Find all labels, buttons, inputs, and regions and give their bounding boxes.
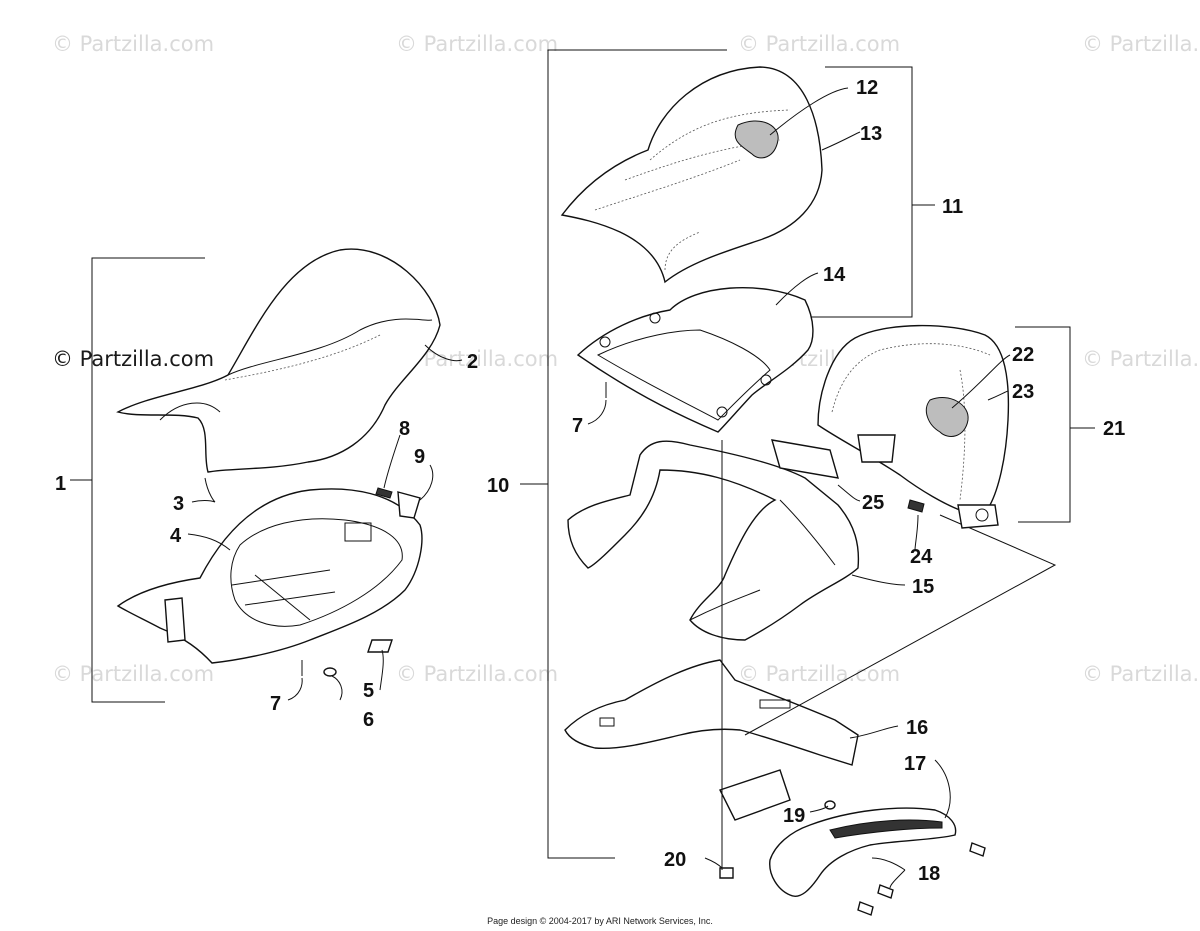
seat-cover [116,248,441,473]
callout-8: 8 [399,418,410,440]
callout-17: 17 [904,753,926,775]
left-seat-assembly [70,248,463,703]
part-18-screw [969,842,986,857]
watermark: © Partzilla.com [1082,32,1200,56]
part-19-nut [824,800,836,810]
callout-1: 1 [55,473,66,495]
callout-23: 23 [1012,381,1034,403]
grab-handle [769,807,957,897]
callout-18: 18 [918,863,940,885]
part-12-patch [734,120,779,159]
callout-15: 15 [912,576,934,598]
callout-9: 9 [414,446,425,468]
callout-7b: 7 [572,415,583,437]
part-25-label [771,439,839,479]
footer-copyright: Page design © 2004-2017 by ARI Network S… [487,916,713,926]
seat-base [116,488,423,664]
watermark: © Partzilla.com [738,32,901,56]
callout-4: 4 [170,525,182,547]
callout-13: 13 [860,123,882,145]
callout-2: 2 [467,351,478,373]
part-18-screw [857,901,874,916]
watermark: © Partzilla.com [396,662,559,686]
callout-24: 24 [910,546,933,568]
watermark: © Partzilla.com [1082,662,1200,686]
passenger-seat-cushion [560,66,823,284]
part-9-bracket [397,491,421,519]
watermark: © Partzilla.com [52,32,215,56]
seat-pan [576,287,814,433]
watermark: © Partzilla.com [396,32,559,56]
callout-6: 6 [363,709,374,731]
seat-frame [567,440,860,641]
part-5-clip [367,639,393,653]
callout-25: 25 [862,492,884,514]
part-8-screw [375,487,393,499]
passenger-seat-assembly [520,49,1057,916]
callout-10: 10 [487,475,509,497]
backrest [817,324,1010,513]
callout-20: 20 [664,849,686,871]
callout-12: 12 [856,77,878,99]
backrest-assembly [771,324,1095,551]
watermark: © Partzilla.com [52,662,215,686]
callout-16: 16 [906,717,928,739]
part-24-screw [907,499,925,513]
watermark-highlight: © Partzilla.com [52,347,215,371]
part-18-screw [877,884,894,899]
part-6-nut [323,667,337,677]
watermark: © Partzilla.com [1082,347,1200,371]
callout-22: 22 [1012,344,1034,366]
callout-21: 21 [1103,418,1125,440]
callout-3: 3 [173,493,184,515]
part-20-nut [719,867,734,879]
callout-11: 11 [942,196,963,218]
callout-14: 14 [823,264,846,286]
callout-19: 19 [783,805,805,827]
watermark: © Partzilla.com [738,662,901,686]
part-22-patch [925,397,969,437]
callout-labels: 1 2 3 4 5 6 7 8 9 10 11 12 13 14 7 15 16… [55,77,1125,885]
mount-bracket [564,659,859,766]
callout-7a: 7 [270,693,281,715]
callout-5: 5 [363,680,374,702]
